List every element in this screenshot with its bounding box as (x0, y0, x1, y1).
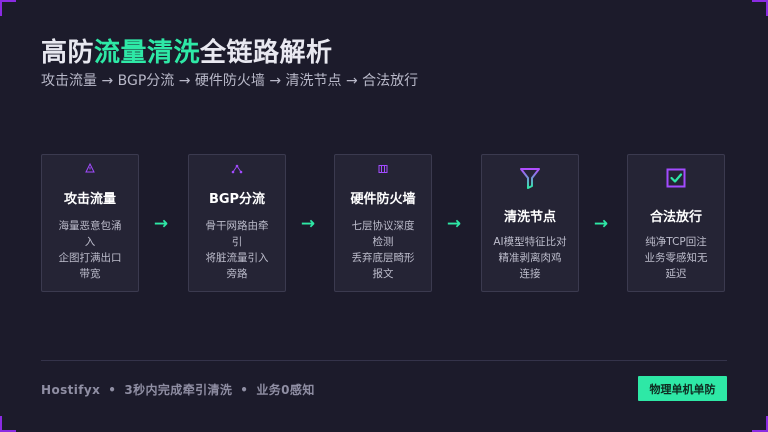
network-split-icon (189, 164, 285, 174)
step-description: 七层协议深度 检测 丢弃底层畸形 报文 (351, 220, 415, 280)
filter-funnel-icon (482, 166, 578, 190)
flow-arrow: → (153, 214, 169, 234)
corner-decoration (752, 416, 768, 432)
step-description: 海量恶意包涌 入 企图打满出口 带宽 (58, 220, 122, 280)
checkbox-check-icon (628, 167, 724, 189)
step-card-legit-release: 合法放行 纯净TCP回注 业务零感知无 延迟 (627, 154, 725, 292)
footer-divider (41, 360, 727, 361)
footer-item: 业务0感知 (256, 383, 315, 397)
separator-dot: • (240, 383, 249, 397)
step-card-hardware-firewall: 硬件防火墙 七层协议深度 检测 丢弃底层畸形 报文 (334, 154, 432, 292)
step-description: 纯净TCP回注 业务零感知无 延迟 (644, 236, 708, 280)
page-subtitle: 攻击流量 → BGP分流 → 硬件防火墙 → 清洗节点 → 合法放行 (41, 73, 419, 89)
step-title: 清洗节点 (503, 210, 556, 225)
flow-arrow: → (593, 214, 609, 234)
step-card-attack-traffic: 攻击流量 海量恶意包涌 入 企图打满出口 带宽 (41, 154, 139, 292)
feature-badge: 物理单机单防 (638, 376, 727, 401)
step-description: 骨干网路由牵 引 将脏流量引入 旁路 (205, 220, 269, 280)
warning-triangle-icon (42, 163, 138, 173)
brand-name: Hostifyx (41, 383, 101, 397)
step-description: AI模型特征比对 精准剥离肉鸡 连接 (493, 236, 567, 280)
title-accent: 流量清洗 (94, 38, 201, 68)
title-suffix: 全链路解析 (200, 38, 333, 68)
step-card-bgp-split: BGP分流 骨干网路由牵 引 将脏流量引入 旁路 (188, 154, 286, 292)
title-prefix: 高防 (41, 38, 95, 68)
corner-decoration (752, 0, 768, 16)
step-title: BGP分流 (208, 192, 266, 207)
process-flow: 攻击流量 海量恶意包涌 入 企图打满出口 带宽 → BGP分流 (41, 154, 731, 294)
step-card-scrubbing-node: 清洗节点 AI模型特征比对 精准剥离肉鸡 连接 (481, 154, 579, 292)
footer-item: 3秒内完成牵引清洗 (124, 383, 233, 397)
flow-arrow: → (300, 214, 316, 234)
page-title: 高防流量清洗全链路解析 (41, 32, 333, 69)
footer: Hostifyx • 3秒内完成牵引清洗 • 业务0感知 (41, 381, 315, 398)
step-title: 硬件防火墙 (350, 192, 416, 207)
firewall-icon (335, 164, 431, 174)
separator-dot: • (108, 383, 117, 397)
corner-decoration (0, 0, 16, 16)
corner-decoration (0, 416, 16, 432)
flow-arrow: → (446, 214, 462, 234)
step-title: 攻击流量 (63, 192, 116, 207)
step-title: 合法放行 (649, 210, 702, 225)
